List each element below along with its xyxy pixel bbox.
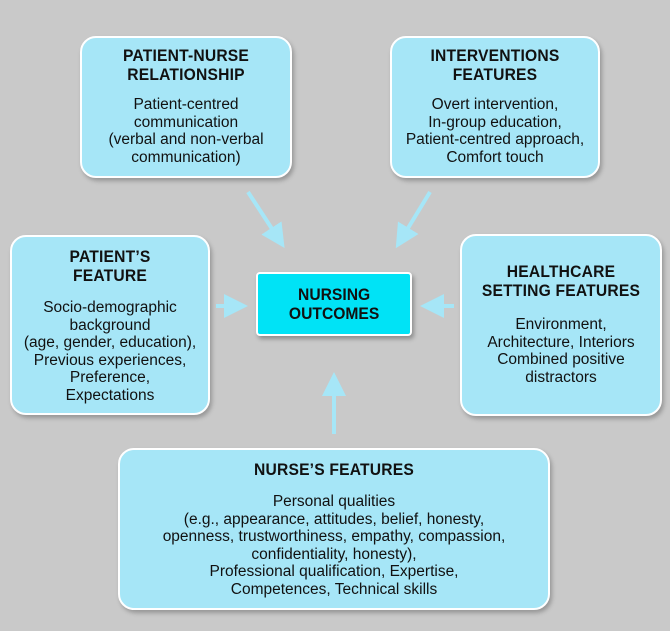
- interventions-features-title: INTERVENTIONS FEATURES: [430, 46, 560, 84]
- interventions-features-box: INTERVENTIONS FEATURES Overt interventio…: [390, 36, 600, 178]
- nurse-features-title: NURSE’S FEATURES: [254, 460, 414, 479]
- arrow-from-patient-nurse: [246, 190, 285, 249]
- nurse-features-box: NURSE’S FEATURES Personal qualities (e.g…: [118, 448, 550, 610]
- healthcare-setting-features-box: HEALTHCARE SETTING FEATURES Environment,…: [460, 234, 662, 416]
- interventions-features-body: Overt intervention, In-group education, …: [405, 96, 585, 166]
- nursing-outcomes-box: NURSING OUTCOMES: [256, 272, 412, 336]
- nursing-outcomes-title: NURSING OUTCOMES: [288, 285, 380, 323]
- nurse-features-body: Personal qualities (e.g., appearance, at…: [162, 493, 506, 598]
- patient-nurse-relationship-body: Patient-centred communication (verbal an…: [108, 96, 264, 166]
- healthcare-setting-features-body: Environment, Architecture, Interiors Com…: [487, 316, 635, 386]
- patient-feature-body: Socio-demographic background (age, gende…: [23, 299, 197, 404]
- patient-feature-title: PATIENT’S FEATURE: [69, 247, 151, 285]
- patient-feature-box: PATIENT’S FEATURE Socio-demographic back…: [10, 235, 210, 415]
- arrow-from-interventions: [395, 190, 432, 249]
- healthcare-setting-features-title: HEALTHCARE SETTING FEATURES: [481, 262, 641, 300]
- patient-nurse-relationship-title: PATIENT-NURSE RELATIONSHIP: [122, 46, 250, 84]
- patient-nurse-relationship-box: PATIENT-NURSE RELATIONSHIP Patient-centr…: [80, 36, 292, 178]
